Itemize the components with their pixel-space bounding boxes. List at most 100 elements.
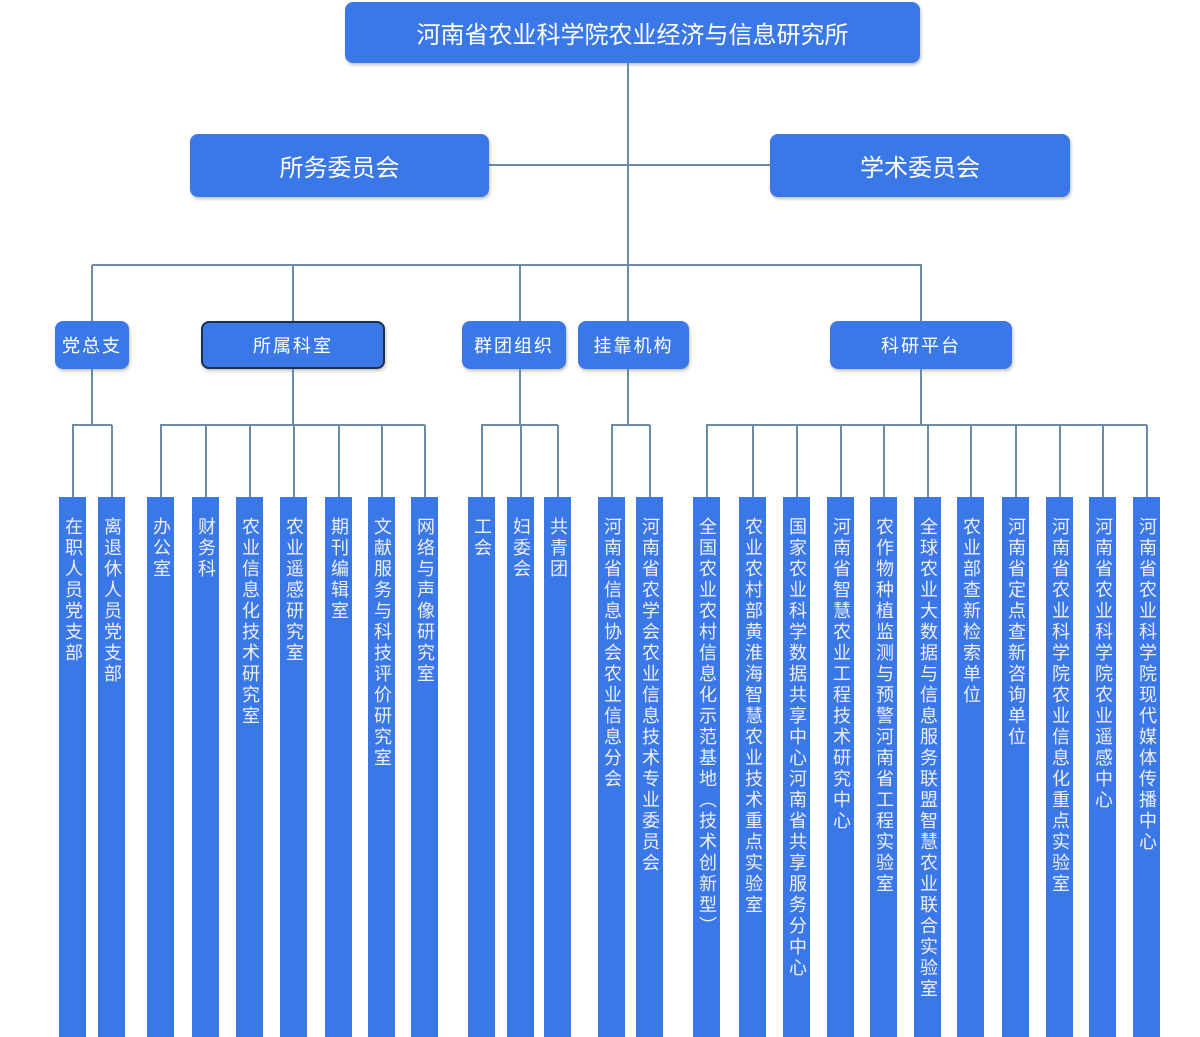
unit-column: 河南省农业科学院农业遥感中心 (1089, 497, 1116, 1037)
affairs-committee-box: 所务委员会 (190, 134, 489, 197)
unit-column: 河南省定点查新咨询单位 (1002, 497, 1029, 1037)
connector (91, 265, 93, 321)
unit-label: 农业农村部黄淮海智慧农业技术重点实验室 (742, 517, 763, 916)
connector (920, 265, 922, 321)
unit-label: 网络与声像研究室 (414, 517, 435, 685)
connector (1059, 425, 1061, 497)
connector (883, 425, 885, 497)
connector (292, 369, 294, 425)
unit-column: 河南省智慧农业工程技术研究中心 (827, 497, 854, 1037)
unit-column: 农业信息化技术研究室 (236, 497, 263, 1037)
unit-label: 在职人员党支部 (62, 517, 83, 664)
connector (481, 424, 558, 426)
unit-column: 河南省农学会农业信息技术专业委员会 (636, 497, 663, 1037)
category-box: 群团组织 (462, 321, 566, 369)
connector (489, 164, 770, 166)
unit-column: 在职人员党支部 (59, 497, 86, 1037)
category-box: 党总支 (55, 321, 129, 369)
connector (293, 425, 295, 497)
category-label: 挂靠机构 (593, 336, 674, 357)
category-label: 党总支 (62, 336, 122, 357)
unit-column: 河南省农业科学院农业信息化重点实验室 (1046, 497, 1073, 1037)
unit-label: 办公室 (150, 517, 171, 580)
unit-label: 河南省农业科学院现代媒体传播中心 (1136, 517, 1157, 853)
connector (519, 369, 521, 425)
unit-column: 农业农村部黄淮海智慧农业技术重点实验室 (739, 497, 766, 1037)
unit-label: 国家农业科学数据共享中心河南省共享服务分中心 (786, 517, 807, 979)
unit-column: 河南省农业科学院现代媒体传播中心 (1133, 497, 1160, 1037)
connector (381, 425, 383, 497)
unit-label: 农业遥感研究室 (283, 517, 304, 664)
connector (92, 264, 922, 266)
unit-label: 河南省智慧农业工程技术研究中心 (830, 517, 851, 832)
connector (249, 425, 251, 497)
unit-label: 期刊编辑室 (328, 517, 349, 622)
connector (91, 369, 93, 425)
unit-label: 河南省农学会农业信息技术专业委员会 (639, 517, 660, 874)
unit-column: 共青团 (544, 497, 571, 1037)
unit-column: 全国农业农村信息化示范基地（技术创新型） (693, 497, 720, 1037)
connector (706, 425, 708, 497)
connector (72, 425, 74, 497)
connector (927, 425, 929, 497)
connector (796, 425, 798, 497)
connector (160, 424, 425, 426)
unit-label: 文献服务与科技评价研究室 (371, 517, 392, 769)
unit-column: 网络与声像研究室 (411, 497, 438, 1037)
connector (627, 369, 629, 425)
unit-column: 妇委会 (507, 497, 534, 1037)
unit-label: 全国农业农村信息化示范基地（技术创新型） (696, 517, 717, 937)
category-box: 所属科室 (201, 321, 385, 369)
unit-label: 河南省农业科学院农业信息化重点实验室 (1049, 517, 1070, 895)
connector (920, 369, 922, 425)
connector (338, 425, 340, 497)
unit-label: 离退休人员党支部 (101, 517, 122, 685)
connector (481, 425, 483, 497)
unit-column: 离退休人员党支部 (98, 497, 125, 1037)
unit-column: 河南省信息协会农业信息分会 (598, 497, 625, 1037)
connector (649, 425, 651, 497)
unit-label: 全球农业大数据与信息服务联盟智慧农业联合实验室 (917, 517, 938, 1000)
connector (1102, 425, 1104, 497)
unit-label: 河南省农业科学院农业遥感中心 (1092, 517, 1113, 811)
unit-column: 农业部查新检索单位 (957, 497, 984, 1037)
connector (611, 425, 613, 497)
connector (519, 265, 521, 321)
academic-committee: 学术委员会 (860, 154, 980, 182)
connector (706, 424, 1147, 426)
connector (557, 425, 559, 497)
unit-label: 农业部查新检索单位 (960, 517, 981, 706)
unit-label: 工会 (471, 517, 492, 559)
connector (1015, 425, 1017, 497)
unit-label: 农作物种植监测与预警河南省工程实验室 (873, 517, 894, 895)
connector (970, 425, 972, 497)
connector (424, 425, 426, 497)
institute-title: 河南省农业科学院农业经济与信息研究所 (416, 21, 849, 49)
unit-column: 国家农业科学数据共享中心河南省共享服务分中心 (783, 497, 810, 1037)
unit-column: 农业遥感研究室 (280, 497, 307, 1037)
unit-column: 全球农业大数据与信息服务联盟智慧农业联合实验室 (914, 497, 941, 1037)
connector (611, 424, 650, 426)
connector (1146, 425, 1148, 497)
category-label: 群团组织 (474, 336, 554, 357)
category-label: 科研平台 (881, 336, 961, 357)
connector (111, 425, 113, 497)
connector (752, 425, 754, 497)
unit-column: 办公室 (147, 497, 174, 1037)
connector (520, 425, 522, 497)
connector (292, 265, 294, 321)
connector (627, 265, 629, 321)
connector (205, 425, 207, 497)
unit-column: 财务科 (192, 497, 219, 1037)
institute-title-box: 河南省农业科学院农业经济与信息研究所 (345, 2, 920, 63)
unit-label: 河南省定点查新咨询单位 (1005, 517, 1026, 748)
connector (840, 425, 842, 497)
unit-label: 河南省信息协会农业信息分会 (601, 517, 622, 790)
affairs-committee: 所务委员会 (279, 154, 400, 182)
unit-column: 文献服务与科技评价研究室 (368, 497, 395, 1037)
unit-label: 财务科 (195, 517, 216, 580)
academic-committee-box: 学术委员会 (770, 134, 1070, 197)
unit-label: 共青团 (547, 517, 568, 580)
connector (160, 425, 162, 497)
